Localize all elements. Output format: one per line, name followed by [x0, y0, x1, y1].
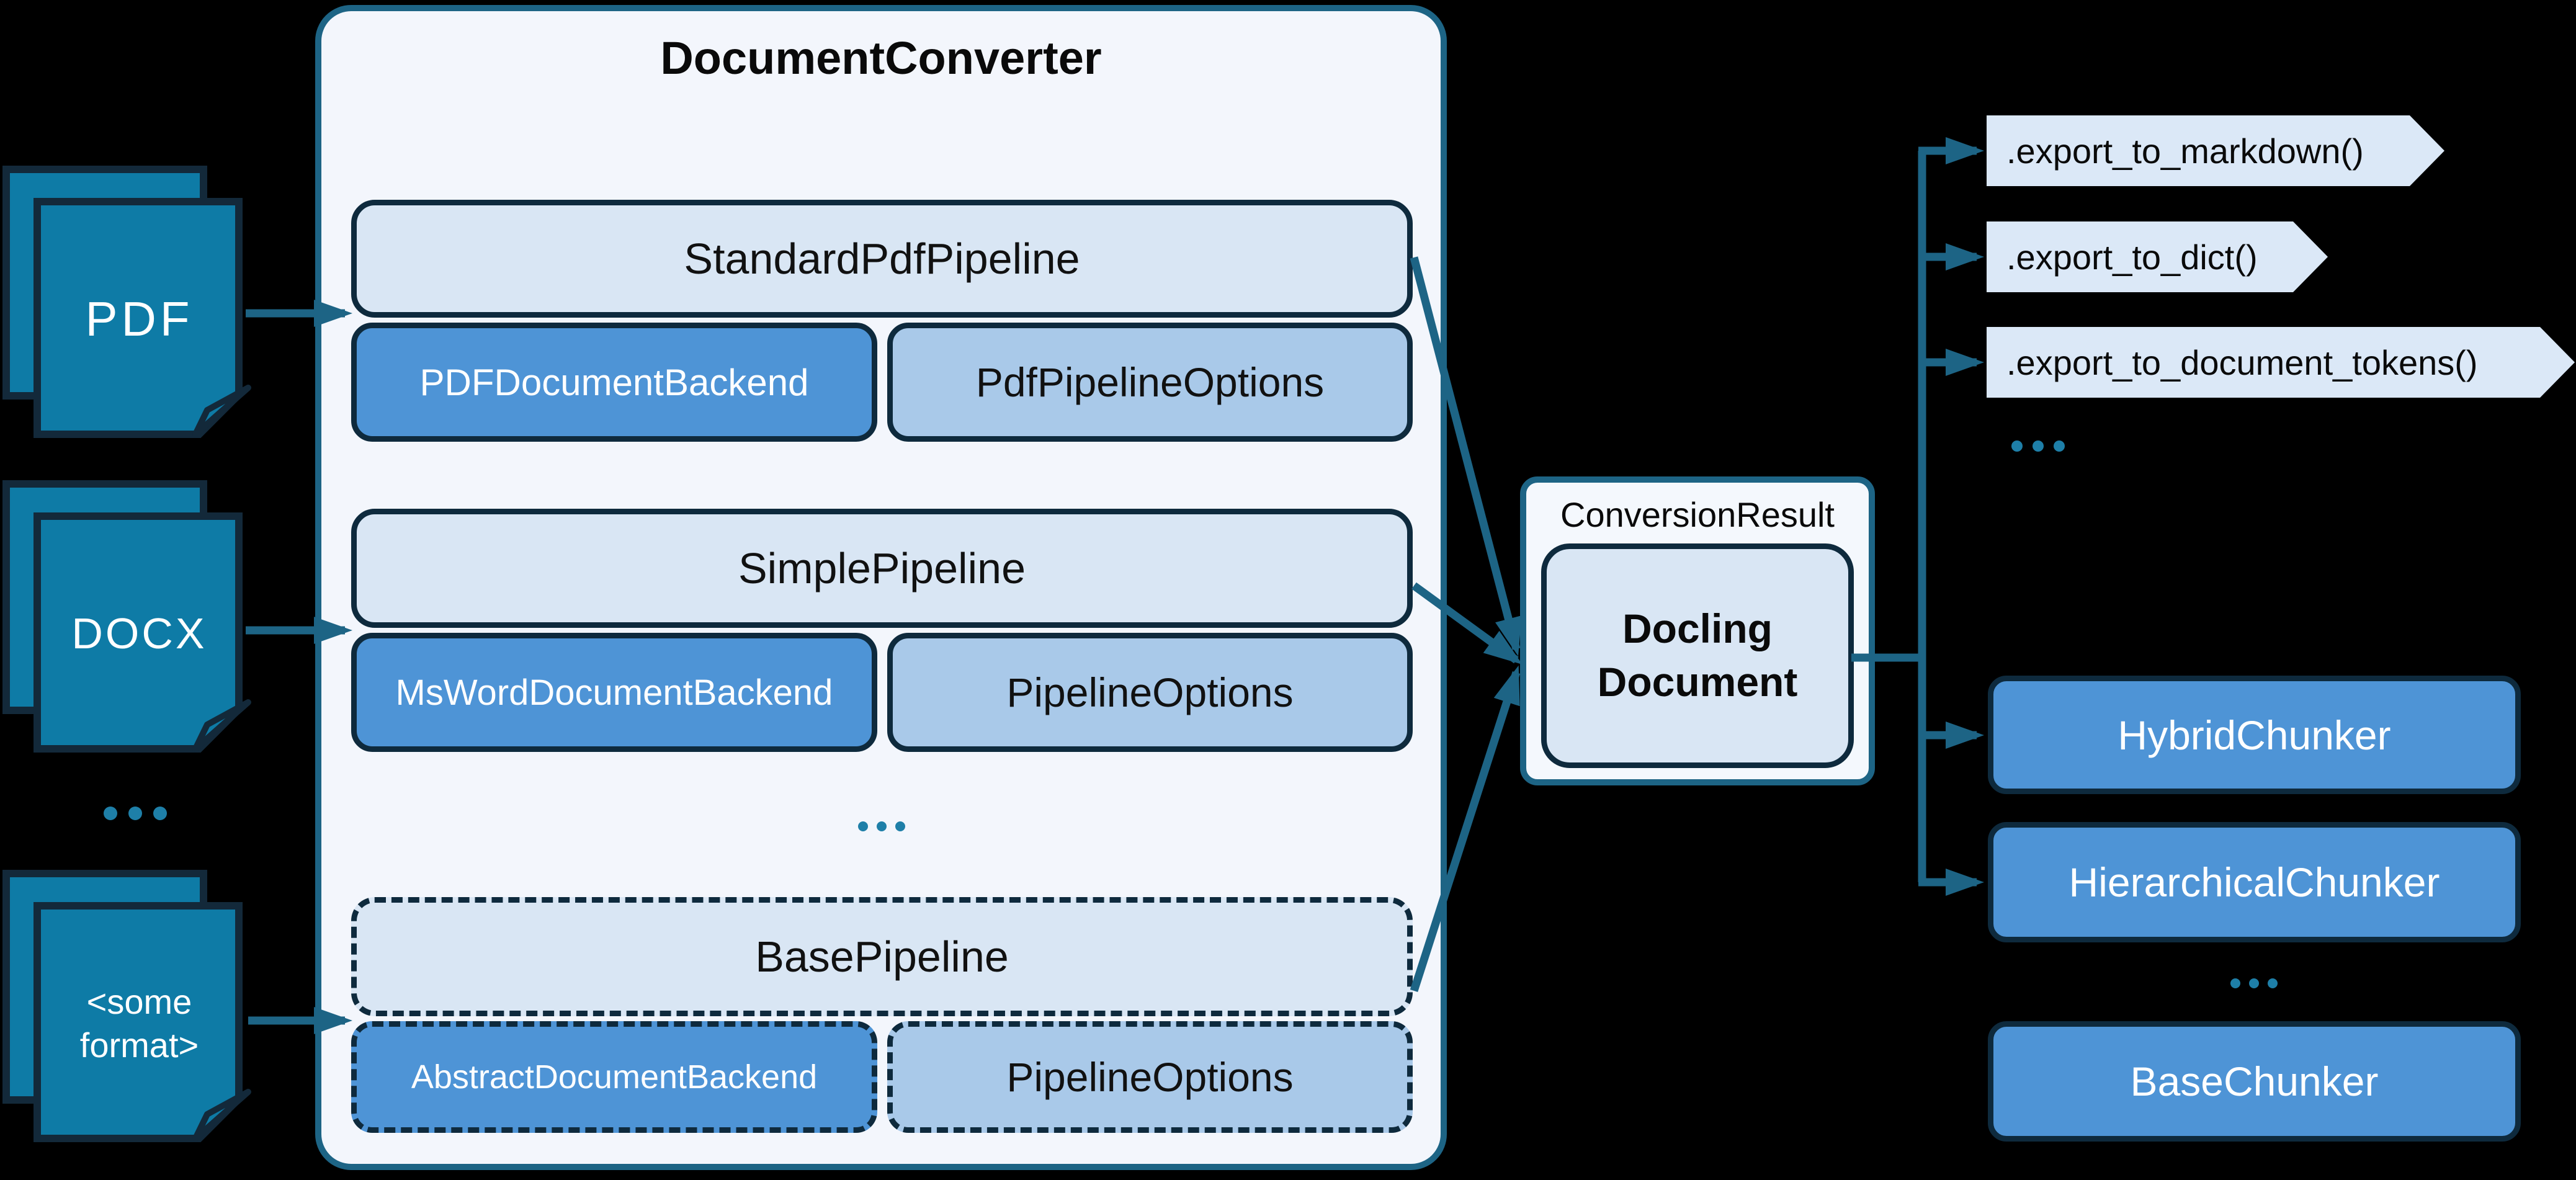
generic-document-icon	[2, 870, 251, 1142]
backend-msword: MsWordDocumentBackend	[351, 633, 877, 752]
document-converter-title: DocumentConverter	[660, 32, 1102, 84]
hierarchical-chunker-box: HierarchicalChunker	[1988, 822, 2521, 942]
pdf-document-icon	[2, 166, 251, 438]
pipeline-base: BasePipeline	[351, 897, 1413, 1016]
input-label-pdf: PDF	[85, 291, 194, 346]
pipeline-standard-pdf: StandardPdfPipeline	[351, 200, 1413, 318]
export-to-document-tokens-chevron: .export_to_document_tokens()	[1987, 327, 2575, 398]
converter-ellipsis-icon	[826, 815, 937, 838]
options-pdf: PdfPipelineOptions	[887, 323, 1413, 442]
base-chunker-box: BaseChunker	[1988, 1021, 2521, 1142]
options-pipeline: PipelineOptions	[887, 633, 1413, 752]
pipeline-simple: SimplePipeline	[351, 509, 1413, 628]
input-label-some-format: <some format>	[79, 981, 199, 1065]
export-to-markdown-chevron: .export_to_markdown()	[1987, 115, 2444, 186]
backend-abstract: AbstractDocumentBackend	[351, 1021, 877, 1133]
docling-document-box: Docling Document	[1541, 543, 1854, 768]
conversion-result-label: ConversionResult	[1560, 494, 1835, 534]
backend-pdf: PDFDocumentBackend	[351, 323, 877, 442]
chunkers-ellipsis-icon	[2214, 972, 2294, 995]
options-base: PipelineOptions	[887, 1021, 1413, 1133]
docx-document-icon	[2, 480, 251, 753]
exports-ellipsis-icon	[1998, 435, 2078, 457]
export-to-dict-chevron: .export_to_dict()	[1987, 221, 2328, 292]
conversion-result-panel: ConversionResult Docling Document	[1520, 476, 1875, 785]
inputs-ellipsis-icon	[79, 800, 191, 827]
hybrid-chunker-box: HybridChunker	[1988, 676, 2521, 794]
input-label-docx: DOCX	[71, 609, 207, 658]
